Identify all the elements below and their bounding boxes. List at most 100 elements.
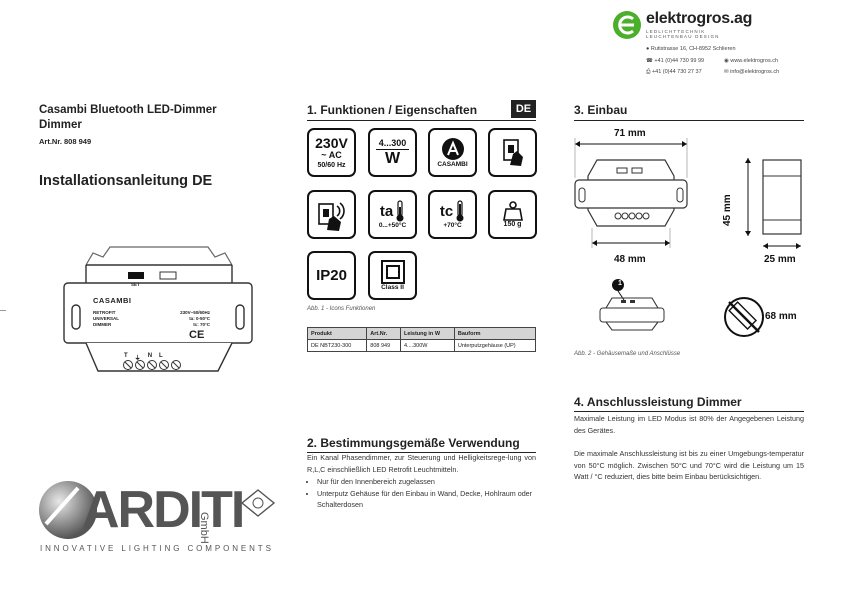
- dim-inner-label: 48 mm: [614, 254, 646, 265]
- phone-icon: ☎: [646, 58, 653, 64]
- terminal-t: T: [124, 353, 128, 359]
- section2-title: 2. Bestimmungsgemäße Verwendung: [307, 436, 520, 450]
- section1-rule: [307, 120, 536, 121]
- fold-mark: [0, 310, 6, 311]
- art-number: Art.Nr. 808 949: [39, 137, 92, 146]
- brand-tagline: LEDLICHTTECHNIK LEUCHTENBAU DESIGN: [646, 29, 720, 39]
- arditi-sphere-icon: [39, 481, 97, 539]
- figure1-caption: Abb. 1 - Icons Funktionen: [307, 306, 376, 312]
- push-switch-icon: [488, 128, 537, 177]
- brand-header: elektrogros.ag LEDLICHTTECHNIK LEUCHTENB…: [612, 8, 832, 83]
- spec-table: Produkt Art.Nr. Leistung in W Bauform DE…: [306, 327, 537, 352]
- table-header: Leistung in W: [399, 327, 455, 340]
- section4-p2: Die maximale Anschlussleistung ist bis z…: [574, 449, 804, 481]
- dim-depth-label: 25 mm: [764, 254, 796, 265]
- dimension-top-view: [574, 138, 688, 248]
- device-text-right-1: 230V~50/60Hz: [180, 310, 210, 315]
- double-square-icon: [380, 260, 405, 284]
- section2-bullets: Nur für den Innenbereich zugelassen Unte…: [307, 476, 536, 511]
- weight-label: 150 g: [503, 221, 522, 228]
- brand-name: elektrogros.ag: [646, 10, 753, 27]
- hand-switch-icon: [502, 138, 523, 166]
- brand-tel: ☎ +41 (0)44 730 99 99: [646, 58, 704, 64]
- device-brand-label: CASAMBI: [93, 296, 132, 305]
- arditi-logo: ARDITI GmbH INNOVATIVE LIGHTING COMPONEN…: [38, 478, 278, 558]
- section3-rule: [574, 120, 804, 121]
- brand-web-text: www.elektrogros.ch: [730, 58, 779, 64]
- terminal-earth: ⏚: [134, 356, 141, 362]
- table-header: Bauform: [453, 327, 537, 340]
- brand-fax-text: +41 (0)44 730 27 37: [651, 69, 702, 75]
- brand-address-text: Rutistrasse 16, CH-8952 Schlieren: [650, 46, 736, 52]
- table-header: Produkt: [306, 327, 368, 340]
- ta-label: ta: [379, 202, 394, 220]
- lang-badge: DE: [511, 100, 536, 118]
- installation-box-icon: [724, 297, 764, 337]
- section4-title: 4. Anschlussleistung Dimmer: [574, 395, 742, 409]
- brand-email: ✉ info@elektrogros.ch: [724, 69, 779, 75]
- brand-fax: ⎙ +41 (0)44 730 27 37: [646, 69, 702, 76]
- mail-icon: ✉: [724, 69, 729, 75]
- marker-one: 1: [618, 280, 622, 287]
- table-cell: DE NBT230-300: [306, 339, 368, 352]
- section4-rule: [574, 411, 804, 412]
- smartphone-control-icon: [307, 190, 356, 239]
- device-text-left-1: RETROFIT: [93, 310, 116, 315]
- device-text-right-2: ta: 0-50°C: [189, 316, 210, 321]
- manual-title: Installationsanleitung DE: [39, 173, 213, 189]
- table-cell: Unterputzgehäuse (UP): [453, 339, 537, 352]
- section3-title: 3. Einbau: [574, 103, 628, 117]
- product-title: Casambi Bluetooth LED-Dimmer Dimmer: [39, 103, 217, 133]
- table-row: DE NBT230-300 808 949 4....300W Unterput…: [306, 339, 537, 352]
- ip-rating-icon: IP20: [307, 251, 356, 300]
- ta-range: 0...+50°C: [378, 222, 407, 229]
- protection-class-icon: Class II: [368, 251, 417, 300]
- tc-range: +70°C: [443, 222, 462, 229]
- brand-logo-icon: [613, 11, 641, 39]
- dim-box-label: 68 mm: [765, 311, 797, 322]
- connection-detail: [599, 279, 665, 331]
- section1-title: 1. Funktionen / Eigenschaften: [307, 103, 478, 117]
- table-cell: 808 949: [366, 339, 401, 352]
- device-text-right: 230V~50/60Hz ta: 0-50°C tc: 70°C: [176, 310, 210, 328]
- case-temp-icon: tc +70°C: [428, 190, 477, 239]
- dim-width-label: 71 mm: [614, 128, 646, 139]
- class-label: Class II: [381, 284, 404, 291]
- ambient-temp-icon: ta 0...+50°C: [368, 190, 417, 239]
- brand-email-text: info@elektrogros.ch: [730, 69, 780, 75]
- voltage-main: 230V: [315, 134, 348, 151]
- table-header: Art.Nr.: [366, 327, 401, 340]
- terminal-n: N: [147, 353, 153, 359]
- section2-rule: [307, 452, 536, 453]
- weight-scale-icon: [502, 201, 523, 221]
- casambi-logo-icon: [441, 138, 464, 160]
- figure2-caption: Abb. 2 - Gehäusemaße und Anschlüsse: [574, 351, 681, 357]
- casambi-label: CASAMBI: [437, 161, 468, 168]
- list-item: Nur für den Innenbereich zugelassen: [317, 476, 536, 488]
- table-header-row: Produkt Art.Nr. Leistung in W Bauform: [306, 327, 537, 340]
- device-text-left: RETROFIT UNIVERSAL DIMMER: [93, 310, 119, 328]
- section2-text: Ein Kanal Phasendimmer, zur Steuerung un…: [307, 453, 536, 474]
- dimension-side-view: [745, 158, 802, 249]
- product-title-line2: Dimmer: [39, 119, 82, 131]
- terminal-l: L: [159, 353, 163, 359]
- arditi-suffix: GmbH: [198, 512, 210, 544]
- device-drawing: [63, 246, 253, 372]
- tc-label: tc: [439, 202, 454, 220]
- table-cell: 4....300W: [399, 339, 455, 352]
- brand-address: ● Rutistrasse 16, CH-8952 Schlieren: [646, 46, 736, 52]
- device-text-right-3: tc: 70°C: [193, 322, 210, 327]
- globe-icon: ◉: [724, 58, 729, 64]
- arditi-name: ARDITI: [82, 481, 245, 539]
- weight-icon: 150 g: [488, 190, 537, 239]
- ip-label: IP20: [316, 267, 347, 284]
- power-unit: W: [384, 150, 401, 167]
- brand-tel-text: +41 (0)44 730 99 99: [654, 58, 705, 64]
- arditi-emblem-icon: [240, 489, 276, 517]
- voltage-ac: ~ AC: [321, 149, 342, 160]
- brand-web: ◉ www.elektrogros.ch: [724, 58, 778, 64]
- power-icon: 4...300 W: [368, 128, 417, 177]
- device-terminal-labels: T ⏚ N L: [124, 353, 163, 362]
- device-ce-mark: CE: [189, 329, 205, 341]
- arditi-tagline: INNOVATIVE LIGHTING COMPONENTS: [40, 544, 274, 553]
